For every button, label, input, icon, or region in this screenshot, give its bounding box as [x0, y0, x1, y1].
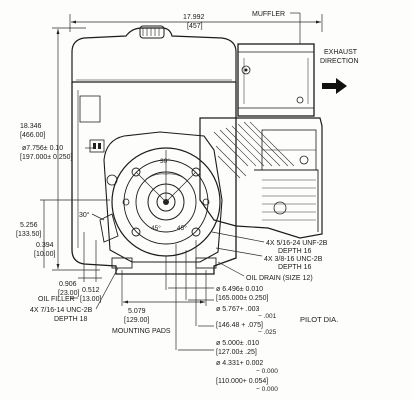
dia-6496-mm-label: [165.000± 0.250] [216, 295, 269, 302]
height-5256-label: 5.256 [20, 222, 38, 229]
overall-width-dimension [69, 14, 323, 32]
tap-3-8-label: 4X 3/8-16 UNC-2B [264, 256, 323, 263]
v-0512-label: 0.512 [82, 287, 100, 294]
v-0906-mm-label: [23.00] [58, 290, 79, 297]
oil-filler-label: OIL FILLER [38, 296, 75, 303]
cylinder-fins [199, 117, 323, 239]
oil-drain-label: OIL DRAIN (SIZE 12) [246, 275, 313, 282]
dia-4331-mm-tol-label: − 0.000 [256, 386, 278, 393]
tap-7-16-label: 4X 7/16-14 UNC-2B [30, 307, 93, 314]
tap-7-16-depth-label: DEPTH 18 [54, 316, 88, 323]
pad-5079-mm-label: [129.00] [124, 317, 149, 324]
dia-6496-label: ø 6.496± 0.010 [216, 286, 263, 293]
dia-4331-mm-label: [110.000+ 0.054] [216, 378, 268, 385]
v-0512-mm-label: [13.00] [80, 296, 101, 303]
crankcase-face [99, 131, 223, 269]
fuel-tank [71, 25, 237, 83]
angle-45b-label: 45° [177, 224, 187, 232]
dia-5767-tol-label: − .001 [258, 313, 277, 320]
overall-width-mm-label: [457] [187, 23, 203, 30]
dia-5000-label: ø 5.000± .010 [216, 340, 259, 347]
dia-4331-label: ø 4.331+ 0.002 [216, 360, 263, 367]
angle-30-top-label: 30° [160, 157, 170, 165]
pad-5079-label: 5.079 [128, 308, 146, 315]
tap-5-16-label: 4X 5/16-24 UNF-2B [266, 240, 328, 247]
height-0394-mm-label: [10.00] [34, 251, 55, 258]
angle-30-left-label: 30° [79, 211, 90, 219]
dia-4331-tol-label: − 0.000 [256, 368, 278, 375]
dia-5767-label: ø 5.767+ .003 [216, 306, 260, 313]
blower-housing [71, 82, 237, 275]
exhaust-arrow [322, 78, 347, 94]
dia-5767-mm-label: [146.48 + .075] [216, 322, 263, 329]
muffler-label: MUFFLER [252, 11, 285, 18]
v-0906-label: 0.906 [59, 281, 77, 288]
mounting-pads-label: MOUNTING PADS [112, 328, 171, 335]
angle-45-label: 45° [151, 224, 161, 232]
overall-height-dimension [52, 27, 100, 271]
dia-5000-mm-label: [127.00± .25] [216, 349, 257, 356]
bore-diameter-mm-label: [197.000± 0.250] [20, 154, 73, 161]
dia-5767-mm-tol-label: − .025 [258, 329, 277, 336]
bore-diameter-label: ø7.756± 0.10 [22, 145, 63, 152]
pilot-dia-label: PILOT DIA. [300, 315, 338, 324]
muffler [237, 43, 315, 117]
tap-3-8-depth-label: DEPTH 16 [278, 264, 312, 271]
exhaust-label: EXHAUST [324, 49, 358, 56]
height-0394-label: 0.394 [36, 242, 54, 249]
overall-width-label: 17.992 [183, 14, 205, 21]
height-5256-mm-label: [133.50] [16, 231, 41, 238]
direction-label: DIRECTION [320, 58, 359, 65]
tap-5-16-depth-label: DEPTH 16 [278, 248, 312, 255]
overall-height-mm-label: [466.00] [20, 132, 45, 139]
overall-height-label: 18.346 [20, 123, 42, 130]
